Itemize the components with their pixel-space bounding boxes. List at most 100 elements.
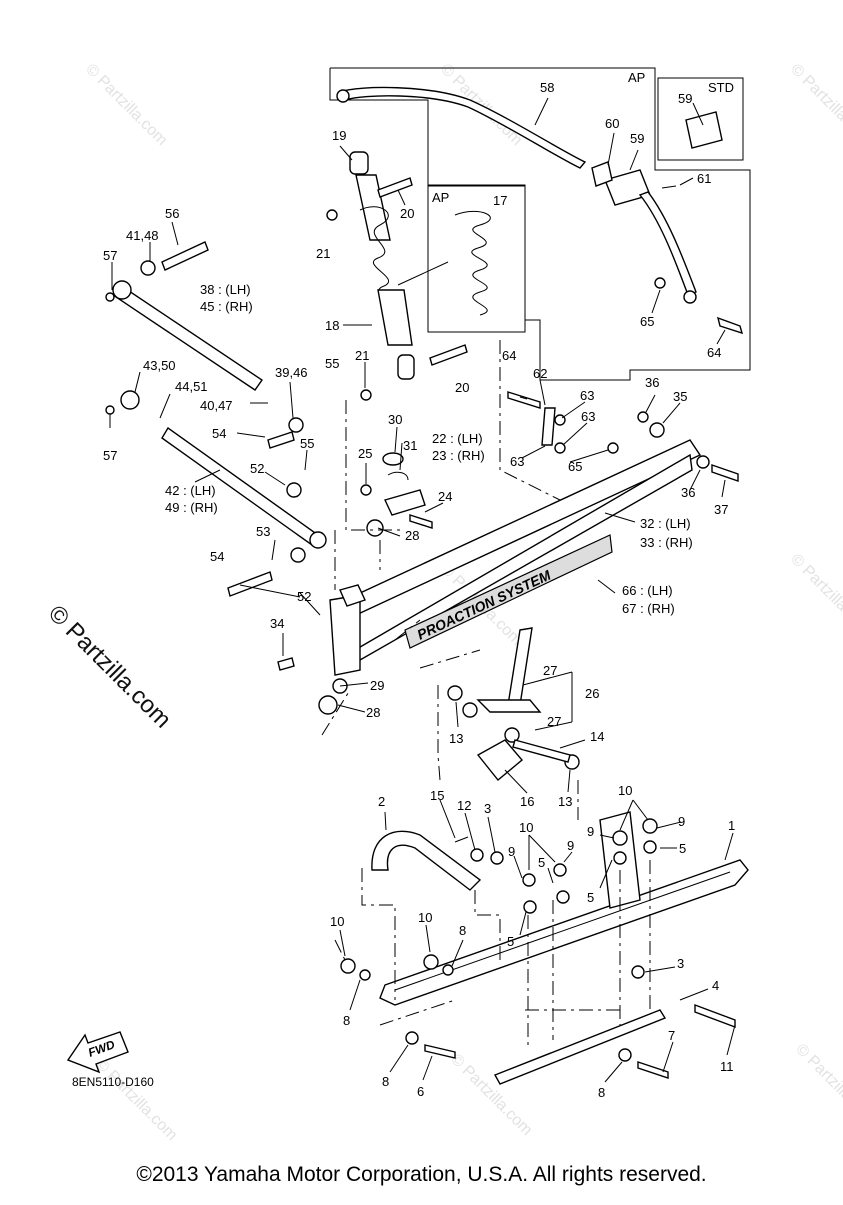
label-56: 56 <box>165 206 179 221</box>
label-34: 34 <box>270 616 284 631</box>
label-27-bottom: 27 <box>547 714 561 729</box>
label-10-mid: 10 <box>418 910 432 925</box>
label-8-mid: 8 <box>459 923 466 938</box>
label-23-rh: 23 : (RH) <box>432 448 485 463</box>
ap-spring-box <box>427 185 526 333</box>
label-21-top: 21 <box>316 246 330 261</box>
label-59-ap: 59 <box>630 131 644 146</box>
watermark-6: © Partzilla.com <box>92 1056 180 1144</box>
label-5-mid-right: 5 <box>587 890 594 905</box>
watermark-1: © Partzilla.com <box>82 61 170 149</box>
ap-label-spring: AP <box>432 190 449 205</box>
label-65-bottom: 65 <box>568 459 582 474</box>
label-19: 19 <box>332 128 346 143</box>
misc-parts <box>277 452 433 671</box>
watermark-3: © Partzilla.com <box>787 61 843 149</box>
label-9-center: 9 <box>567 838 574 853</box>
label-39-46: 39,46 <box>275 365 308 380</box>
label-61: 61 <box>697 171 711 186</box>
label-28-bottom: 28 <box>366 705 380 720</box>
label-22-lh: 22 : (LH) <box>432 431 483 446</box>
label-8-bottom: 8 <box>382 1074 389 1089</box>
bracket-parts <box>591 111 723 206</box>
label-59-std: 59 <box>678 91 692 106</box>
label-42-lh: 42 : (LH) <box>165 483 216 498</box>
label-9-left: 9 <box>508 844 515 859</box>
label-1: 1 <box>728 818 735 833</box>
label-65-top: 65 <box>640 314 654 329</box>
label-8-left: 8 <box>343 1013 350 1028</box>
label-10-right: 10 <box>618 783 632 798</box>
label-55-top: 55 <box>325 356 339 371</box>
label-62: 62 <box>533 366 547 381</box>
label-21-bottom: 21 <box>355 348 369 363</box>
spindle-assembly <box>318 519 580 781</box>
stabilizer-arm <box>638 191 744 335</box>
label-63-bottom: 63 <box>510 454 524 469</box>
label-11: 11 <box>720 1059 734 1074</box>
label-66-lh: 66 : (LH) <box>622 583 673 598</box>
watermark-8: © Partzilla.com <box>792 1041 843 1129</box>
label-28-top: 28 <box>405 528 419 543</box>
label-67-rh: 67 : (RH) <box>622 601 675 616</box>
label-4: 4 <box>712 978 719 993</box>
label-37: 37 <box>714 502 728 517</box>
ski <box>371 811 749 1085</box>
label-24: 24 <box>438 489 452 504</box>
std-plate <box>685 111 723 149</box>
label-52-bottom: 52 <box>297 589 311 604</box>
label-36-top: 36 <box>645 375 659 390</box>
leader-lines <box>109 97 736 1083</box>
label-3-top: 3 <box>484 801 491 816</box>
ap-label-top: AP <box>628 70 645 85</box>
label-26: 26 <box>585 686 599 701</box>
stabilizer-bar <box>336 86 587 169</box>
label-41-48: 41,48 <box>126 228 159 243</box>
torque-rods <box>105 241 327 597</box>
label-18: 18 <box>325 318 339 333</box>
link-parts <box>507 277 739 482</box>
label-33-rh: 33 : (RH) <box>640 535 693 550</box>
label-5-center: 5 <box>538 855 545 870</box>
label-63-top: 63 <box>580 388 594 403</box>
label-15: 15 <box>430 788 444 803</box>
label-2: 2 <box>378 794 385 809</box>
label-55-bottom: 55 <box>300 436 314 451</box>
label-29: 29 <box>370 678 384 693</box>
label-14: 14 <box>590 729 604 744</box>
label-9-right: 9 <box>678 814 685 829</box>
diagram-code: 8EN5110-D160 <box>72 1075 154 1089</box>
fwd-arrow: FWD <box>66 1031 129 1074</box>
label-9-mid: 9 <box>587 824 594 839</box>
label-27-top: 27 <box>543 663 557 678</box>
label-8-right: 8 <box>598 1085 605 1100</box>
ski-fasteners <box>340 818 736 1079</box>
label-3-bottom: 3 <box>677 956 684 971</box>
label-54-bottom: 54 <box>210 549 224 564</box>
label-64-right: 64 <box>707 345 721 360</box>
label-40-47: 40,47 <box>200 398 233 413</box>
label-44-51: 44,51 <box>175 379 208 394</box>
label-58: 58 <box>540 80 554 95</box>
label-63-mid: 63 <box>581 409 595 424</box>
copyright-footer: ©2013 Yamaha Motor Corporation, U.S.A. A… <box>136 1163 707 1186</box>
label-52-top: 52 <box>250 461 264 476</box>
suspension-arm <box>329 439 702 676</box>
ap-spring <box>397 210 491 316</box>
label-30: 30 <box>388 412 402 427</box>
label-32-lh: 32 : (LH) <box>640 516 691 531</box>
label-38-lh: 38 : (LH) <box>200 282 251 297</box>
label-5-right: 5 <box>679 841 686 856</box>
label-57-bottom: 57 <box>103 448 117 463</box>
label-13-right: 13 <box>558 794 572 809</box>
label-20-top: 20 <box>400 206 414 221</box>
std-box <box>657 77 744 161</box>
label-36-bottom: 36 <box>681 485 695 500</box>
shock-absorber <box>326 151 468 401</box>
label-57-top: 57 <box>103 248 117 263</box>
label-6: 6 <box>417 1084 424 1099</box>
label-5-left: 5 <box>507 934 514 949</box>
part-labels: 58 60 59 59 61 19 20 21 17 18 21 20 56 4… <box>103 80 735 1100</box>
